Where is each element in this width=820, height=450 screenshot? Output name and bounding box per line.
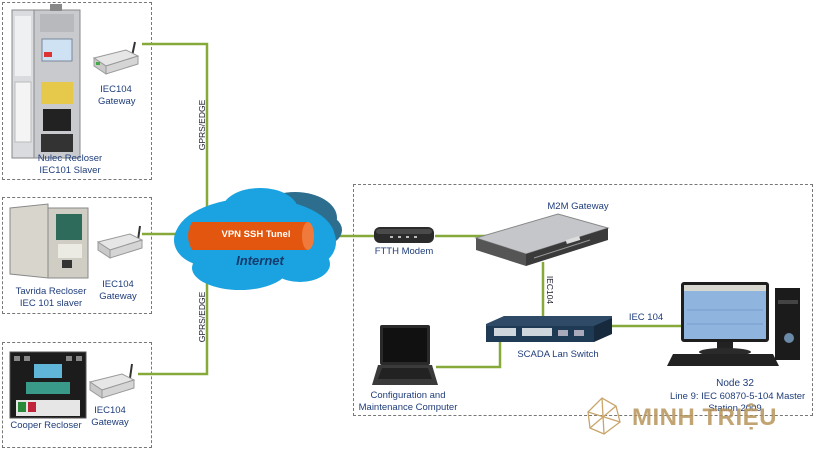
- scada-node-desktop: [667, 282, 800, 366]
- wire-cooper: [138, 240, 209, 376]
- node-line: Line 9: IEC 60870-5-104 Master: [670, 391, 806, 402]
- site-box-nulec: [2, 2, 152, 180]
- wire-laptop-switch: [436, 340, 502, 369]
- m2m-gateway-label: M2M Gateway: [547, 201, 609, 212]
- scada-lan-switch: [486, 316, 612, 342]
- m2m-gateway-server: [474, 213, 610, 266]
- cooper-recloser-panel: [9, 351, 87, 419]
- iec104-vertical-label: IEC104: [545, 275, 555, 305]
- internet-cloud: [174, 188, 342, 290]
- iec104-gateway-1: [92, 41, 140, 75]
- iec104-horizontal-label: IEC 104: [628, 312, 664, 323]
- watermark-logo-icon: [587, 397, 621, 435]
- node-title: Node 32: [716, 378, 754, 389]
- iec104-gateway-2: [96, 225, 144, 259]
- nulec-recloser-cabinet: [11, 4, 81, 159]
- cooper-label: Cooper Recloser: [10, 420, 82, 431]
- iec104-gateway-3: [88, 363, 136, 399]
- maintenance-laptop: [372, 325, 438, 385]
- watermark-text: MINH TRIỆU: [632, 404, 777, 431]
- site-box-cooper: [2, 342, 152, 448]
- gprs-edge-label-bottom: GPRS/EDGE: [197, 291, 207, 343]
- tavrida-recloser-cabinet: [9, 203, 89, 279]
- ftth-modem: [374, 227, 434, 243]
- internet-label: Internet: [236, 253, 284, 268]
- site-box-tavrida: [2, 197, 152, 314]
- scada-lan-switch-label: SCADA Lan Switch: [517, 349, 599, 360]
- ftth-modem-label: FTTH Modem: [374, 246, 434, 257]
- node-station: Station 2009: [708, 403, 762, 414]
- vpn-tunnel: [188, 222, 308, 250]
- gprs-edge-label-top: GPRS/EDGE: [197, 99, 207, 151]
- wire-nulec: [142, 42, 209, 225]
- connection-wires: [138, 42, 682, 376]
- control-center-box: [353, 184, 813, 416]
- vpn-tunnel-label: VPN SSH Tunel: [221, 229, 291, 240]
